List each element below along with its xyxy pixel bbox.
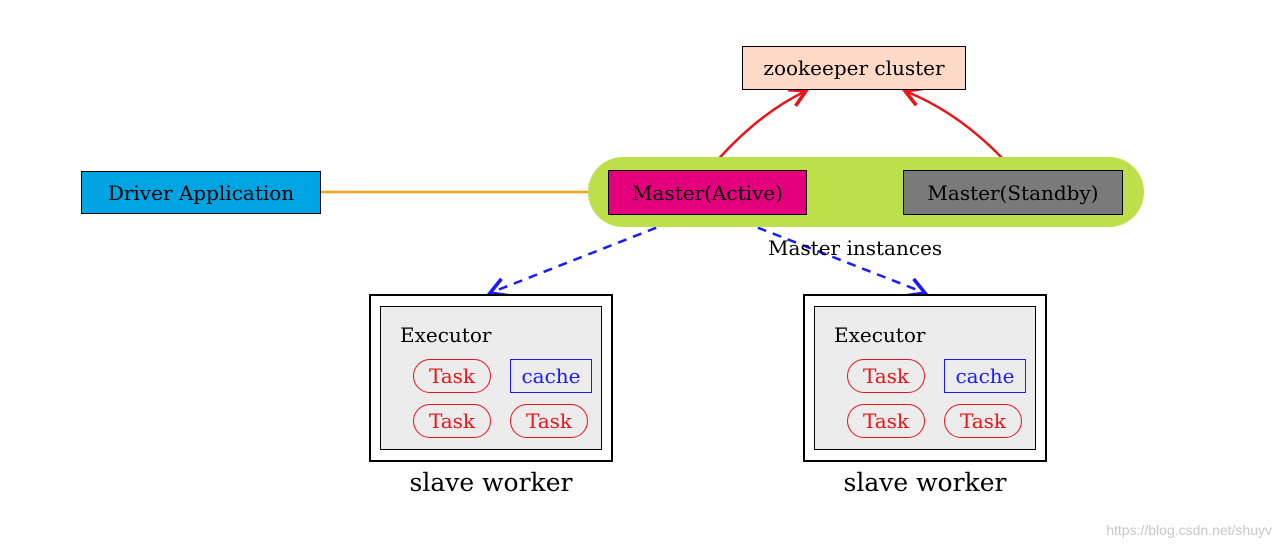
zookeeper-cluster-node: zookeeper cluster bbox=[742, 46, 966, 90]
slave-worker-2: Executor Task cache Task Task bbox=[803, 294, 1047, 462]
executor-box: Executor Task cache Task Task bbox=[380, 306, 602, 450]
watermark: https://blog.csdn.net/shuyv bbox=[1106, 522, 1272, 538]
master-instances-label: Master instances bbox=[768, 236, 943, 260]
master-standby-label: Master(Standby) bbox=[927, 180, 1099, 205]
cache-node: cache bbox=[510, 359, 592, 393]
slave-worker-1: Executor Task cache Task Task bbox=[369, 294, 613, 462]
driver-application-node: Driver Application bbox=[81, 171, 321, 214]
master-active-label: Master(Active) bbox=[632, 180, 783, 205]
task-node: Task bbox=[413, 359, 491, 393]
executor-label: Executor bbox=[400, 323, 492, 347]
task-node: Task bbox=[413, 404, 491, 438]
zookeeper-label: zookeeper cluster bbox=[763, 56, 945, 80]
task-node: Task bbox=[510, 404, 588, 438]
edge-master-active-to-worker-1 bbox=[486, 214, 687, 298]
executor-label: Executor bbox=[834, 323, 926, 347]
cache-node: cache bbox=[944, 359, 1026, 393]
task-node: Task bbox=[847, 404, 925, 438]
worker-caption: slave worker bbox=[843, 468, 1007, 497]
task-node: Task bbox=[847, 359, 925, 393]
master-active-node: Master(Active) bbox=[608, 170, 807, 215]
executor-box: Executor Task cache Task Task bbox=[814, 306, 1036, 450]
task-node: Task bbox=[944, 404, 1022, 438]
worker-caption: slave worker bbox=[409, 468, 573, 497]
driver-label: Driver Application bbox=[107, 180, 295, 205]
edge-master-active-to-worker-2 bbox=[727, 214, 929, 298]
master-standby-node: Master(Standby) bbox=[903, 170, 1123, 215]
